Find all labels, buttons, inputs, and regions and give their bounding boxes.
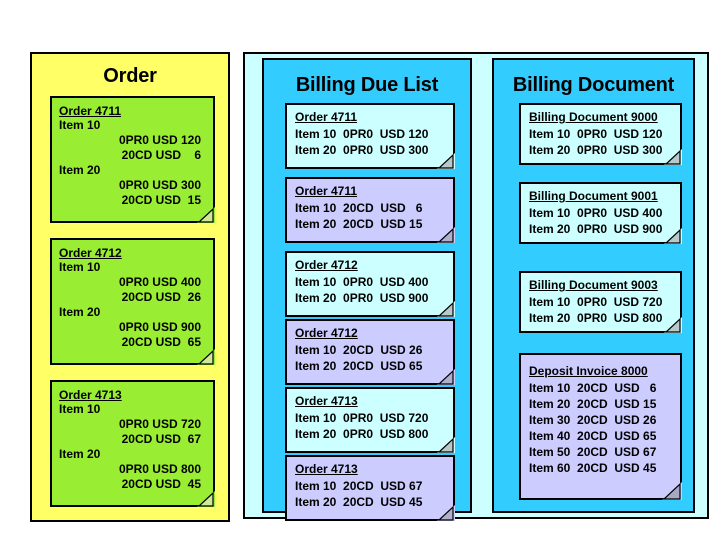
- order-item-price: 20CD USD 26: [121, 290, 201, 304]
- card-line: Item 10 20CD USD 67: [295, 479, 423, 493]
- billing-due-list-card[interactable]: Order 4711 Item 10 0PR0 USD 120 Item 20 …: [285, 103, 455, 169]
- order-item-label: Item 10: [59, 118, 101, 132]
- card-title: Billing Document 9003: [529, 278, 658, 292]
- order-card-title: Order 4712: [59, 246, 122, 260]
- order-card-body: Order 4713 Item 10 0PR0 USD 720 20CD USD…: [59, 388, 207, 492]
- order-card-body: Order 4711 Item 10 0PR0 USD 120 20CD USD…: [59, 104, 207, 208]
- order-item-price: 0PR0 USD 800: [118, 462, 201, 476]
- card-line: Item 20 0PR0 USD 900: [295, 291, 429, 305]
- order-card[interactable]: Order 4712 Item 10 0PR0 USD 400 20CD USD…: [50, 238, 215, 365]
- card-line: Item 20 20CD USD 15: [529, 397, 657, 411]
- order-item-price: 20CD USD 15: [121, 193, 201, 207]
- card-line: Item 30 20CD USD 26: [529, 413, 657, 427]
- card-title: Billing Document 9001: [529, 189, 658, 203]
- card-line: Item 10 0PR0 USD 120: [529, 127, 663, 141]
- order-panel-title: Order: [103, 65, 157, 87]
- card-body: Billing Document 9003 Item 10 0PR0 USD 7…: [529, 278, 674, 326]
- card-line: Item 10 20CD USD 26: [295, 343, 423, 357]
- card-line: Item 10 0PR0 USD 120: [295, 127, 429, 141]
- card-body: Order 4713 Item 10 20CD USD 67 Item 20 2…: [295, 462, 447, 510]
- billing-due-list-card[interactable]: Order 4713 Item 10 20CD USD 67 Item 20 2…: [285, 455, 455, 521]
- order-item-label: Item 10: [59, 260, 101, 274]
- card-line: Item 60 20CD USD 45: [529, 461, 657, 475]
- order-item-label: Item 20: [59, 447, 101, 461]
- order-item-price: 20CD USD 45: [121, 477, 201, 491]
- card-line: Item 10 20CD USD 6: [295, 201, 423, 215]
- order-card-title: Order 4711: [59, 104, 122, 118]
- order-item-price: 20CD USD 65: [121, 335, 201, 349]
- card-title: Order 4711: [295, 184, 358, 198]
- billing-due-list-card[interactable]: Order 4712 Item 10 20CD USD 26 Item 20 2…: [285, 319, 455, 385]
- order-item-label: Item 10: [59, 402, 101, 416]
- card-body: Order 4713 Item 10 0PR0 USD 720 Item 20 …: [295, 394, 447, 442]
- card-line: Item 40 20CD USD 65: [529, 429, 657, 443]
- card-line: Item 20 0PR0 USD 800: [295, 427, 429, 441]
- billing-due-list-card[interactable]: Order 4711 Item 10 20CD USD 6 Item 20 20…: [285, 177, 455, 243]
- order-item-price: 0PR0 USD 400: [118, 275, 201, 289]
- card-body: Deposit Invoice 8000 Item 10 20CD USD 6 …: [529, 364, 674, 476]
- order-panel: Order Order 4711 Item 10 0PR0 USD 120 20…: [30, 52, 230, 522]
- order-item-price: 0PR0 USD 120: [118, 133, 201, 147]
- billing-due-list-card[interactable]: Order 4712 Item 10 0PR0 USD 400 Item 20 …: [285, 251, 455, 317]
- card-line: Item 20 0PR0 USD 900: [529, 222, 663, 236]
- billing-document-card[interactable]: Billing Document 9001 Item 10 0PR0 USD 4…: [519, 182, 682, 244]
- order-card[interactable]: Order 4711 Item 10 0PR0 USD 120 20CD USD…: [50, 96, 215, 223]
- billing-document-card[interactable]: Billing Document 9003 Item 10 0PR0 USD 7…: [519, 271, 682, 333]
- deposit-invoice-card[interactable]: Deposit Invoice 8000 Item 10 20CD USD 6 …: [519, 353, 682, 500]
- card-line: Item 10 0PR0 USD 720: [295, 411, 429, 425]
- order-item-label: Item 20: [59, 305, 101, 319]
- card-line: Item 10 0PR0 USD 720: [529, 295, 663, 309]
- card-body: Billing Document 9000 Item 10 0PR0 USD 1…: [529, 110, 674, 158]
- page-fold-icon: [197, 349, 215, 365]
- card-title: Order 4713: [295, 394, 358, 408]
- billing-document-panel: Billing Document Billing Document 9000 I…: [492, 58, 695, 513]
- billing-document-title: Billing Document: [512, 74, 675, 96]
- card-line: Item 10 0PR0 USD 400: [295, 275, 429, 289]
- page-fold-icon: [197, 207, 215, 223]
- order-item-price: 0PR0 USD 720: [118, 417, 201, 431]
- card-body: Order 4711 Item 10 0PR0 USD 120 Item 20 …: [295, 110, 447, 158]
- card-title: Deposit Invoice 8000: [529, 364, 648, 378]
- card-title: Order 4712: [295, 258, 358, 272]
- card-line: Item 10 20CD USD 6: [529, 381, 657, 395]
- billing-due-list-card[interactable]: Order 4713 Item 10 0PR0 USD 720 Item 20 …: [285, 387, 455, 453]
- card-line: Item 50 20CD USD 67: [529, 445, 657, 459]
- billing-due-list-title: Billing Due List: [295, 74, 439, 96]
- order-item-label: Item 20: [59, 163, 101, 177]
- order-card-title: Order 4713: [59, 388, 122, 402]
- billing-due-list-panel: Billing Due List Order 4711 Item 10 0PR0…: [262, 58, 472, 521]
- card-body: Billing Document 9001 Item 10 0PR0 USD 4…: [529, 189, 674, 237]
- card-line: Item 10 0PR0 USD 400: [529, 206, 663, 220]
- order-item-price: 0PR0 USD 900: [118, 320, 201, 334]
- card-line: Item 20 0PR0 USD 300: [529, 143, 663, 157]
- order-item-price: 20CD USD 6: [121, 148, 201, 162]
- billing-document-card[interactable]: Billing Document 9000 Item 10 0PR0 USD 1…: [519, 103, 682, 165]
- card-line: Item 20 0PR0 USD 300: [295, 143, 429, 157]
- card-line: Item 20 0PR0 USD 800: [529, 311, 663, 325]
- card-title: Order 4711: [295, 110, 358, 124]
- order-card-body: Order 4712 Item 10 0PR0 USD 400 20CD USD…: [59, 246, 207, 350]
- card-title: Order 4712: [295, 326, 358, 340]
- order-item-price: 20CD USD 67: [121, 432, 201, 446]
- card-title: Billing Document 9000: [529, 110, 658, 124]
- card-body: Order 4712 Item 10 0PR0 USD 400 Item 20 …: [295, 258, 447, 306]
- card-body: Order 4712 Item 10 20CD USD 26 Item 20 2…: [295, 326, 447, 374]
- card-line: Item 20 20CD USD 15: [295, 217, 423, 231]
- page-fold-icon: [662, 482, 682, 500]
- card-line: Item 20 20CD USD 65: [295, 359, 423, 373]
- page-fold-icon: [197, 491, 215, 507]
- order-item-price: 0PR0 USD 300: [118, 178, 201, 192]
- card-body: Order 4711 Item 10 20CD USD 6 Item 20 20…: [295, 184, 447, 232]
- card-line: Item 20 20CD USD 45: [295, 495, 423, 509]
- card-title: Order 4713: [295, 462, 358, 476]
- order-card[interactable]: Order 4713 Item 10 0PR0 USD 720 20CD USD…: [50, 380, 215, 507]
